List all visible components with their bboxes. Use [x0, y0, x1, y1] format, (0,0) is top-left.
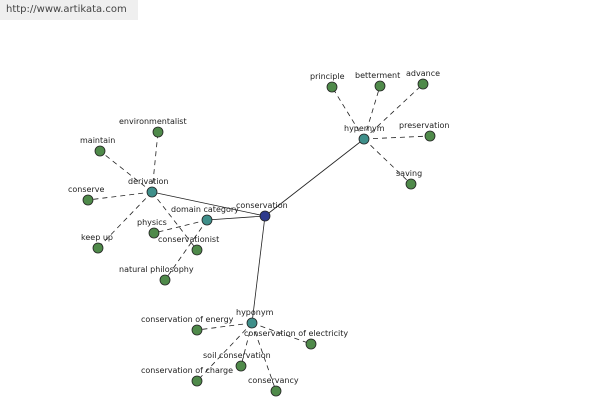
edge-derivation-to-maintain	[99, 150, 153, 193]
node-maintain[interactable]	[94, 145, 106, 157]
graph-labels: principle betterment advance preservation sa…	[68, 69, 449, 385]
label-conservationist: conservationist	[158, 235, 219, 244]
label-conserve: conserve	[68, 185, 104, 194]
node-conservancy[interactable]	[270, 385, 282, 397]
label-conservation-of-charge: conservation of charge	[141, 366, 233, 375]
node-conservation-of-energy[interactable]	[191, 324, 203, 336]
node-preservation[interactable]	[424, 130, 436, 142]
edge-hyponym-to-conservation-of-electricity	[251, 322, 312, 345]
label-principle: principle	[310, 72, 345, 81]
label-hyponym: hyponym	[236, 308, 274, 317]
label-betterment: betterment	[355, 71, 400, 80]
label-maintain: maintain	[80, 136, 115, 145]
edge-derivation-to-environmentalist	[151, 131, 159, 193]
node-conservationist[interactable]	[191, 244, 203, 256]
label-conservancy: conservancy	[248, 376, 299, 385]
node-domain-category[interactable]	[201, 214, 213, 226]
edge-hypernym-to-preservation	[363, 135, 431, 140]
label-saving: saving	[396, 169, 422, 178]
edge-derivation-to-conservationist	[151, 191, 198, 251]
label-conservation-of-electricity: conservation of electricity	[244, 329, 348, 338]
node-derivation[interactable]	[146, 186, 158, 198]
node-betterment[interactable]	[374, 80, 386, 92]
watermark-url: http://www.artikata.com	[0, 0, 138, 20]
node-conserve[interactable]	[82, 194, 94, 206]
edge-hypernym-to-advance	[363, 83, 424, 140]
node-principle[interactable]	[326, 81, 338, 93]
label-natural-philosophy: natural philosophy	[119, 265, 194, 274]
node-saving[interactable]	[405, 178, 417, 190]
node-environmentalist[interactable]	[152, 126, 164, 138]
edge-hyponym-to-conservation-of-charge	[196, 322, 253, 382]
node-advance[interactable]	[417, 78, 429, 90]
label-physics: physics	[137, 218, 167, 227]
edge-derivation-to-conserve	[87, 191, 153, 201]
edge-conservation-to-domain-category	[206, 215, 266, 221]
edge-hyponym-to-soil-conservation	[240, 322, 253, 367]
node-conservation-of-charge[interactable]	[191, 375, 203, 387]
edge-conservation-to-derivation	[151, 191, 266, 217]
edge-hypernym-to-betterment	[363, 85, 381, 140]
label-preservation: preservation	[399, 121, 449, 130]
node-soil-conservation[interactable]	[235, 360, 247, 372]
graph-edges	[87, 83, 431, 392]
node-physics[interactable]	[148, 227, 160, 239]
node-natural-philosophy[interactable]	[159, 274, 171, 286]
label-soil-conservation: soil conservation	[203, 351, 271, 360]
node-conservation-of-electricity[interactable]	[305, 338, 317, 350]
edge-hypernym-to-saving	[363, 138, 412, 185]
edge-conservation-to-hypernym	[264, 138, 365, 217]
edge-hyponym-to-conservation-of-energy	[196, 322, 253, 331]
graph-nodes	[82, 78, 436, 397]
node-hyponym[interactable]	[246, 317, 258, 329]
label-advance: advance	[406, 69, 440, 78]
label-keep-up: keep up	[81, 233, 113, 242]
label-environmentalist: environmentalist	[119, 117, 187, 126]
label-domain-category: domain category	[171, 205, 239, 214]
node-keep-up[interactable]	[92, 242, 104, 254]
edge-domain-category-to-physics	[153, 219, 208, 234]
label-conservation-of-energy: conservation of energy	[141, 315, 234, 324]
edge-conservation-to-hyponym	[251, 215, 266, 324]
label-conservation: conservation	[236, 201, 288, 210]
node-hypernym[interactable]	[358, 133, 370, 145]
node-conservation[interactable]	[259, 210, 271, 222]
edge-domain-category-to-natural-philosophy	[164, 219, 208, 281]
edge-hypernym-to-principle	[331, 86, 365, 140]
label-derivation: derivation	[128, 177, 168, 186]
edge-derivation-to-keep-up	[97, 191, 153, 249]
label-hypernym: hypernym	[344, 124, 385, 133]
edge-hyponym-to-conservancy	[251, 322, 277, 392]
